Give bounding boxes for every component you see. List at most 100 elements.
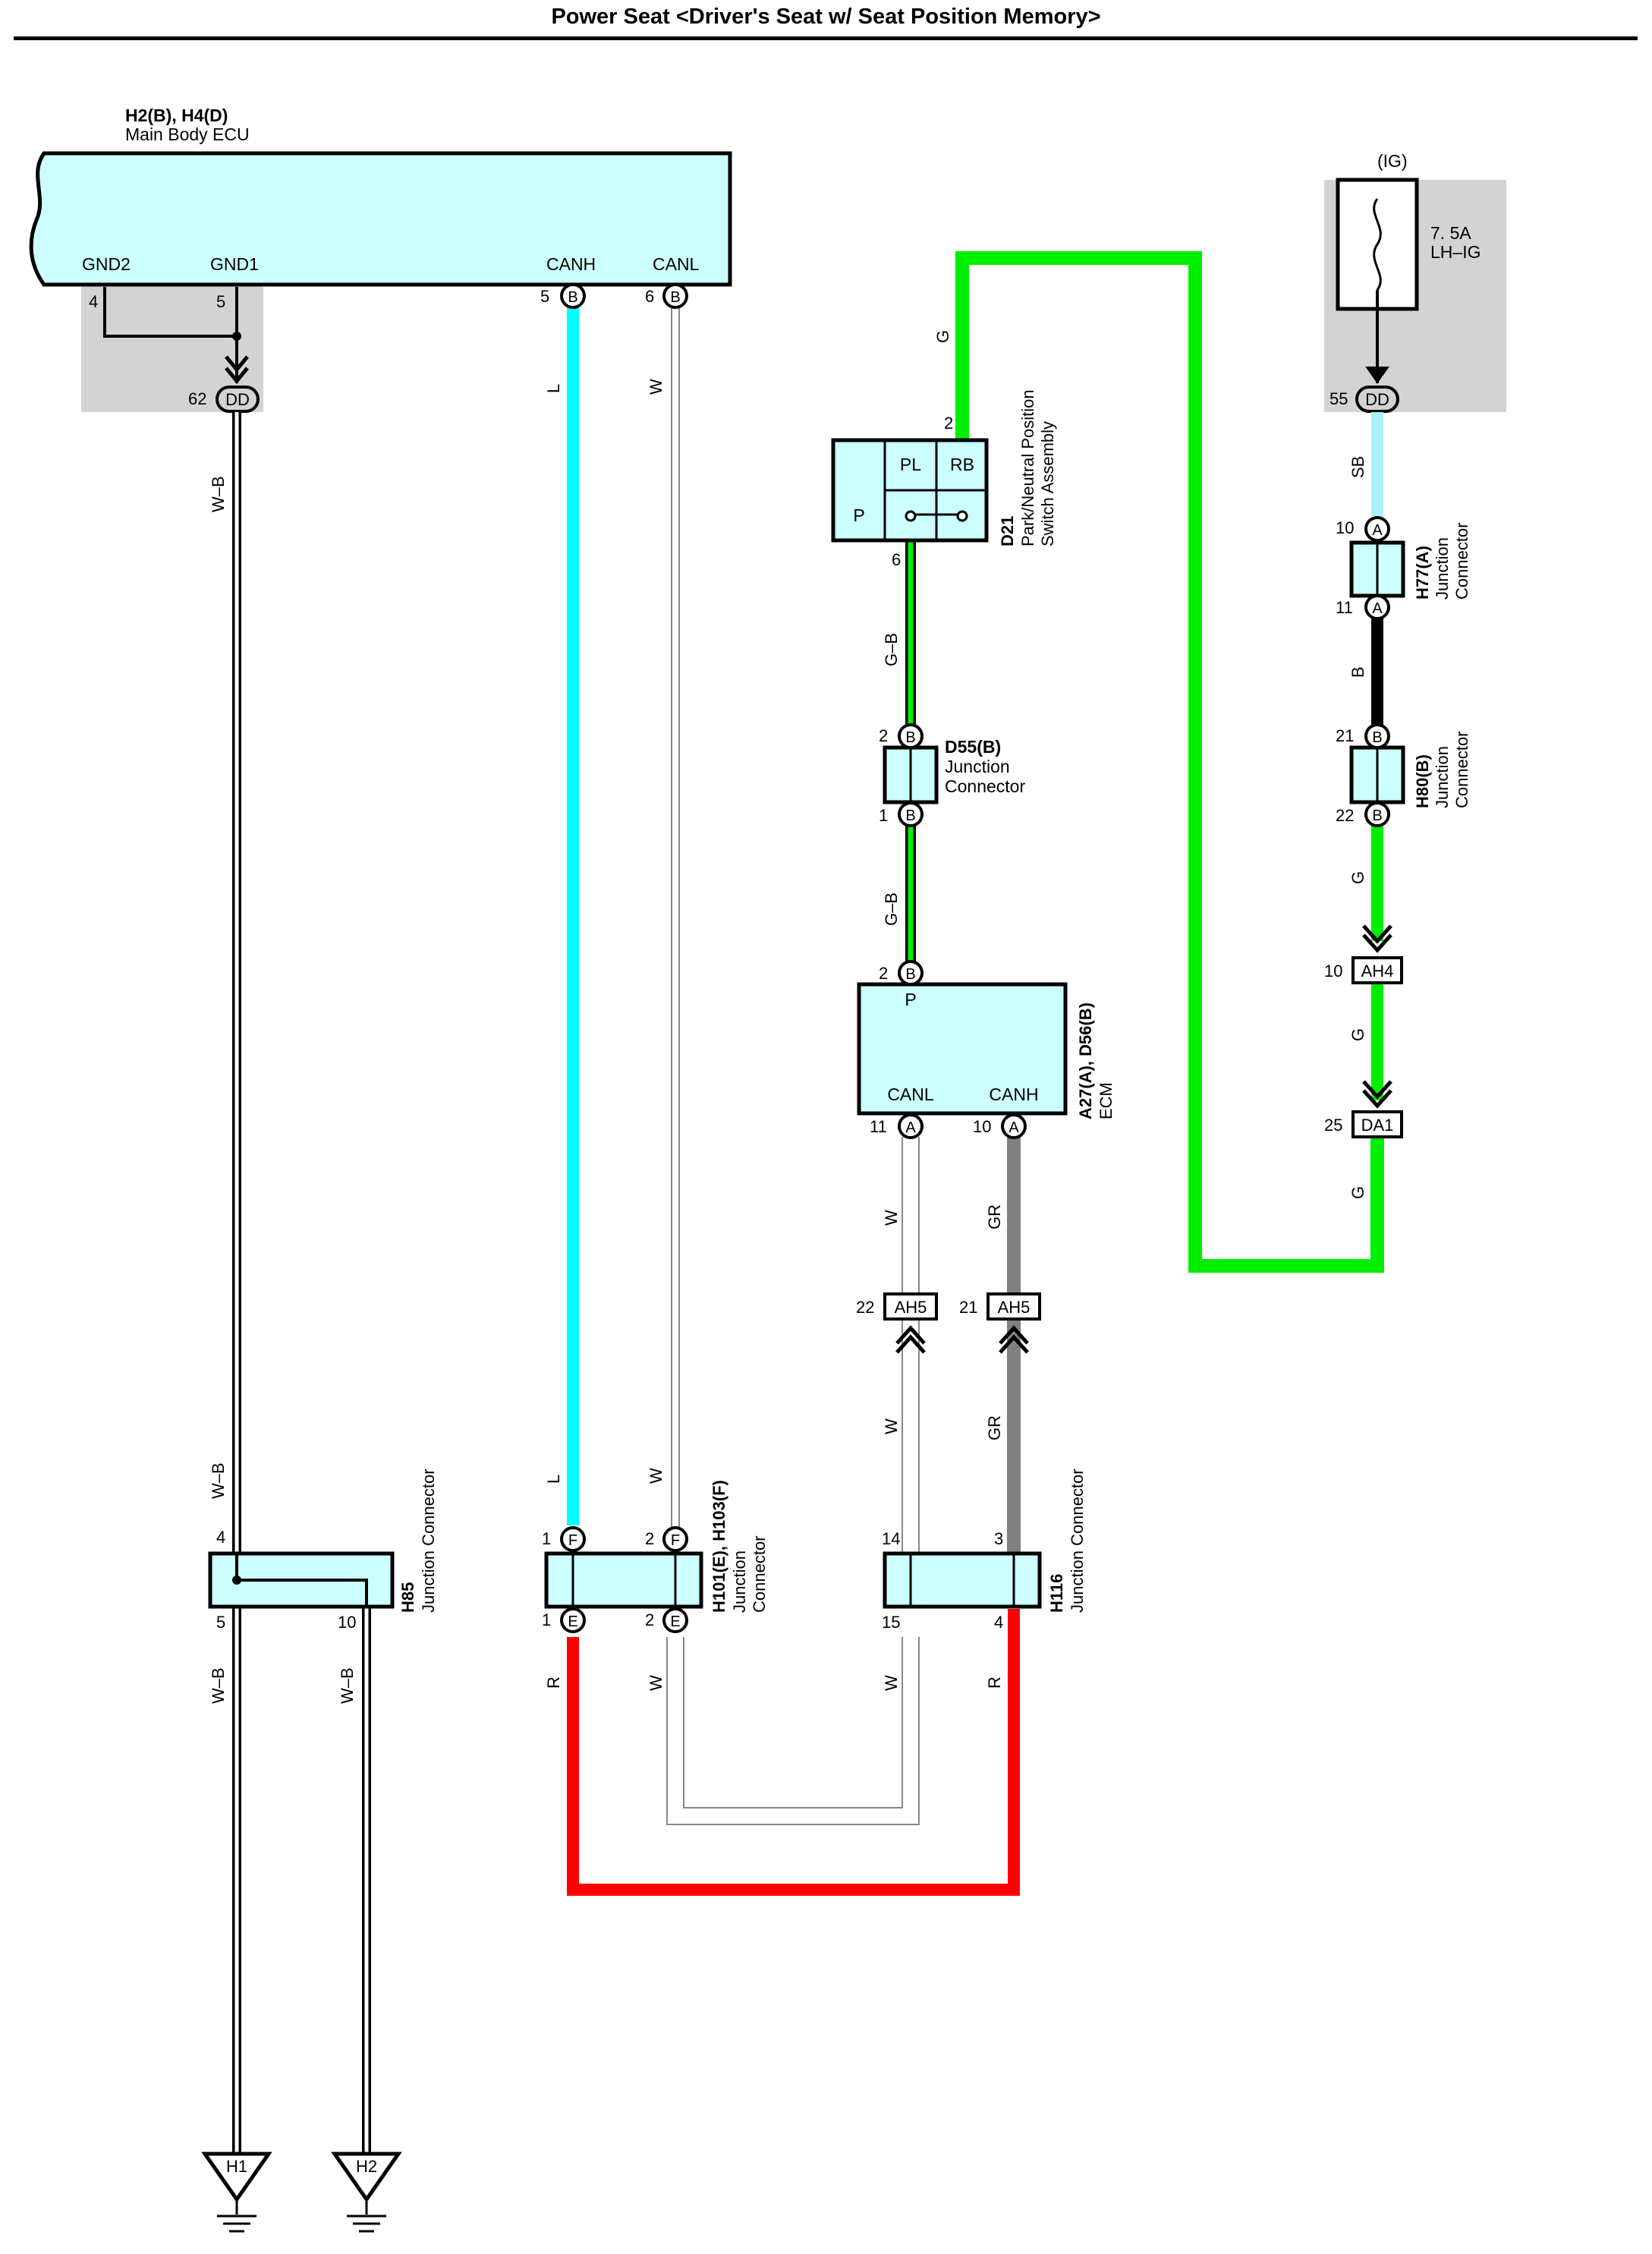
ecu-dd-label: DD bbox=[225, 390, 250, 409]
ah5-left-chevron-icon bbox=[895, 1325, 926, 1354]
wire-label-l-top: L bbox=[544, 384, 563, 393]
ig-dd-label: DD bbox=[1365, 390, 1389, 409]
d21-name1: Park/Neutral Position bbox=[1018, 389, 1037, 546]
ig-dd-pill bbox=[1355, 386, 1399, 413]
pin-ecu-canh: B bbox=[560, 283, 586, 309]
h101-pin-bl: 1 bbox=[542, 1610, 551, 1629]
d21-pin-bottom: 6 bbox=[892, 550, 901, 569]
pin-ecm-canl-label: A bbox=[905, 1119, 916, 1136]
ah5-right-box bbox=[986, 1292, 1041, 1321]
h85-ref: H85 bbox=[398, 1582, 417, 1613]
fuse-rating: 7. 5A bbox=[1430, 223, 1471, 243]
d55-ref: D55(B) bbox=[945, 737, 1001, 757]
wire-label-g-top: G bbox=[933, 330, 952, 343]
ecm-pin-p: 2 bbox=[879, 964, 888, 983]
d55-name2: Connector bbox=[945, 776, 1025, 796]
h101-box bbox=[544, 1551, 703, 1609]
wire-label-w-h116: W bbox=[882, 1675, 901, 1691]
pin-h77-bottom-label: A bbox=[1372, 600, 1383, 617]
ecu-ref: H2(B), H4(D) bbox=[125, 105, 228, 125]
d21-switch-contact-left bbox=[905, 510, 917, 522]
wire-label-gb-lower: G–B bbox=[882, 892, 901, 926]
fuse-icon bbox=[1373, 198, 1382, 291]
wire-label-wb-right: W–B bbox=[338, 1667, 357, 1704]
pin-h101-bottom-left: E bbox=[560, 1607, 586, 1633]
ecu-dd-pill bbox=[216, 386, 260, 413]
h85-pin-top: 4 bbox=[216, 1528, 225, 1547]
pin-h101-bottom-right-label: E bbox=[670, 1613, 680, 1630]
pin-h101-top-left: F bbox=[560, 1526, 586, 1552]
h116-box bbox=[883, 1551, 1042, 1609]
ig-dd-num: 55 bbox=[1329, 389, 1348, 408]
ecu-pin-gnd2: GND2 bbox=[82, 254, 131, 274]
ground-h2-triangle-icon bbox=[331, 2152, 402, 2203]
ecu-num-gnd1: 5 bbox=[216, 292, 225, 311]
pin-h101-top-left-label: F bbox=[568, 1532, 577, 1549]
ah5-right-label: AH5 bbox=[998, 1298, 1031, 1317]
d55-name1: Junction bbox=[945, 757, 1010, 776]
ground-h2-label: H2 bbox=[356, 2157, 377, 2176]
ecu-pin-canl: CANL bbox=[653, 254, 700, 274]
ecm-name: ECM bbox=[1097, 1082, 1115, 1119]
d21-ref: D21 bbox=[998, 516, 1017, 546]
pin-ecm-p: B bbox=[898, 960, 924, 986]
gnd-bridge-wire bbox=[103, 287, 237, 338]
page-title: Power Seat <Driver's Seat w/ Seat Positi… bbox=[551, 5, 1101, 29]
ecm-pin-canl: 11 bbox=[870, 1117, 887, 1136]
ah5-right-num: 21 bbox=[959, 1298, 977, 1317]
wire-label-w-ecm-upper: W bbox=[882, 1210, 901, 1226]
pin-d55-bottom: B bbox=[898, 801, 924, 827]
ig-label: (IG) bbox=[1377, 151, 1408, 171]
ecu-num-gnd2: 4 bbox=[89, 292, 98, 311]
pin-d55-top: B bbox=[898, 723, 924, 749]
h85-name: Junction Connector bbox=[419, 1469, 438, 1613]
ecm-p: P bbox=[905, 990, 916, 1009]
ig-arrow-icon bbox=[1365, 367, 1389, 384]
wire-label-w-top: W bbox=[647, 379, 666, 395]
ground-h2: H2 bbox=[331, 2152, 402, 2233]
h116-ref: H116 bbox=[1047, 1574, 1066, 1613]
d21-p: P bbox=[853, 505, 864, 525]
wire-r bbox=[567, 1609, 1020, 1896]
wire-label-w-low: W bbox=[647, 1675, 666, 1691]
wire-label-b: B bbox=[1348, 666, 1367, 678]
d21-pl: PL bbox=[900, 455, 921, 474]
wire-w-loop-core bbox=[668, 1637, 918, 1824]
h101-pin-br: 2 bbox=[645, 1610, 654, 1629]
pin-ecm-p-label: B bbox=[905, 966, 915, 983]
h80-ref: H80(B) bbox=[1413, 754, 1432, 808]
h80-name2: Connector bbox=[1452, 731, 1471, 808]
da1-box bbox=[1351, 1110, 1403, 1138]
h77-name1: Junction bbox=[1433, 537, 1452, 600]
h77-name2: Connector bbox=[1452, 522, 1471, 600]
d21-rb: RB bbox=[950, 455, 974, 474]
h101-pin-tr: 2 bbox=[645, 1529, 654, 1548]
da1-label: DA1 bbox=[1361, 1116, 1394, 1135]
ah5-left-num: 22 bbox=[856, 1298, 874, 1317]
ground-h1-triangle-icon bbox=[201, 2152, 272, 2203]
gnd-arrow-icon bbox=[225, 355, 249, 384]
d21-switch-contact-right bbox=[956, 510, 968, 522]
wire-w-loop-outline bbox=[666, 1637, 920, 1825]
h116-pin-br: 4 bbox=[994, 1613, 1003, 1632]
ecm-box bbox=[857, 982, 1068, 1116]
h116-pin-bl: 15 bbox=[882, 1613, 900, 1632]
gnd-junction-dot bbox=[232, 332, 241, 341]
ecu-name: Main Body ECU bbox=[125, 124, 250, 144]
h101-name1: Junction bbox=[730, 1550, 749, 1613]
h77-pin-top: 10 bbox=[1336, 518, 1354, 537]
wire-label-gr-upper: GR bbox=[985, 1204, 1004, 1229]
wire-label-gb-upper: G–B bbox=[882, 633, 901, 666]
pin-d55-bottom-label: B bbox=[905, 807, 915, 824]
d21-name2: Switch Assembly bbox=[1038, 421, 1057, 546]
pin-h80-bottom: B bbox=[1364, 801, 1390, 827]
pin-h77-top-label: A bbox=[1372, 522, 1383, 539]
h85-pin-br: 10 bbox=[338, 1613, 356, 1632]
wire-label-gr-lower: GR bbox=[985, 1415, 1004, 1440]
h85-internal-wire bbox=[235, 1554, 368, 1607]
fuse-name: LH–IG bbox=[1430, 242, 1481, 262]
pin-h80-bottom-label: B bbox=[1372, 807, 1382, 824]
h85-junction-dot bbox=[232, 1576, 241, 1585]
da1-chevron-icon bbox=[1362, 1080, 1392, 1109]
